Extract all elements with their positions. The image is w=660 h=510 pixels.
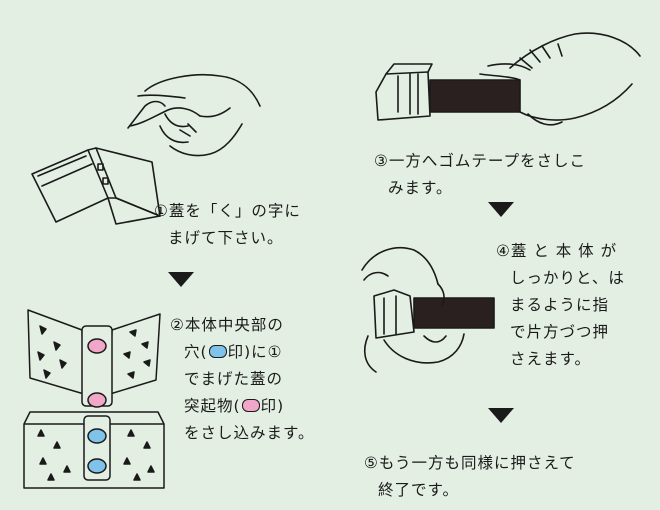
step-2-line-3: でまげた蓋の [184,370,284,388]
step-3-text: ③一方へゴムテープをさしこ みます。 [374,148,586,202]
step-5-line-2: 終了です。 [378,481,459,499]
step-4-line-1: 蓋 と 本 体 が [510,242,618,260]
step-4-line-3: まるように指 [510,296,610,314]
step-2-line-4b: 印) [260,397,285,415]
step-2-number: ② [170,316,185,334]
step-4-line-2: しっかりと、は [510,269,625,287]
step-4-line-5: さえます。 [510,350,591,368]
step-5-number: ⑤ [364,454,379,472]
lid-insert-illustration [20,296,170,496]
step-2-line-1: 本体中央部の [184,316,284,334]
step-1-line-1: 蓋を「く」の字に [168,202,301,220]
step-2-text: ②本体中央部の 穴( 印)に① でまげた蓋の 突起物( 印) をさし込みます。 [170,312,314,447]
step-1-number: ① [154,202,169,220]
down-arrow-3 [488,408,514,423]
rubber-tape-illustration [370,20,650,135]
step-3-line-2: みます。 [388,179,453,197]
step-4-number: ④ [496,242,511,260]
step-2-line-5: をさし込みます。 [184,424,315,442]
hand-bending-lid-illustration [20,66,280,236]
step-3-line-1: 一方へゴムテープをさしこ [388,152,586,170]
down-arrow-1 [168,272,194,287]
step-4-line-4: で片方づつ押 [510,323,610,341]
down-arrow-2 [488,202,514,217]
step-3-number: ③ [374,152,389,170]
step-2-line-4a: 突起物( [184,397,241,415]
blue-mark-icon [208,345,227,358]
step-5-text: ⑤もう一方も同様に押さえて 終了です。 [364,450,576,504]
step-4-text: ④蓋 と 本 体 が しっかりと、は まるように指 で片方づつ押 さえます。 [496,238,625,373]
step-2-line-2a: 穴( [184,343,208,361]
step-2-line-2b: 印)に① [227,343,283,361]
step-1-text: ①蓋を「く」の字に まげて下さい。 [154,198,301,252]
step-5-line-1: もう一方も同様に押さえて [378,454,576,472]
press-lid-illustration [354,240,504,380]
pink-mark-icon [241,399,260,412]
step-1-line-2: まげて下さい。 [168,229,284,247]
